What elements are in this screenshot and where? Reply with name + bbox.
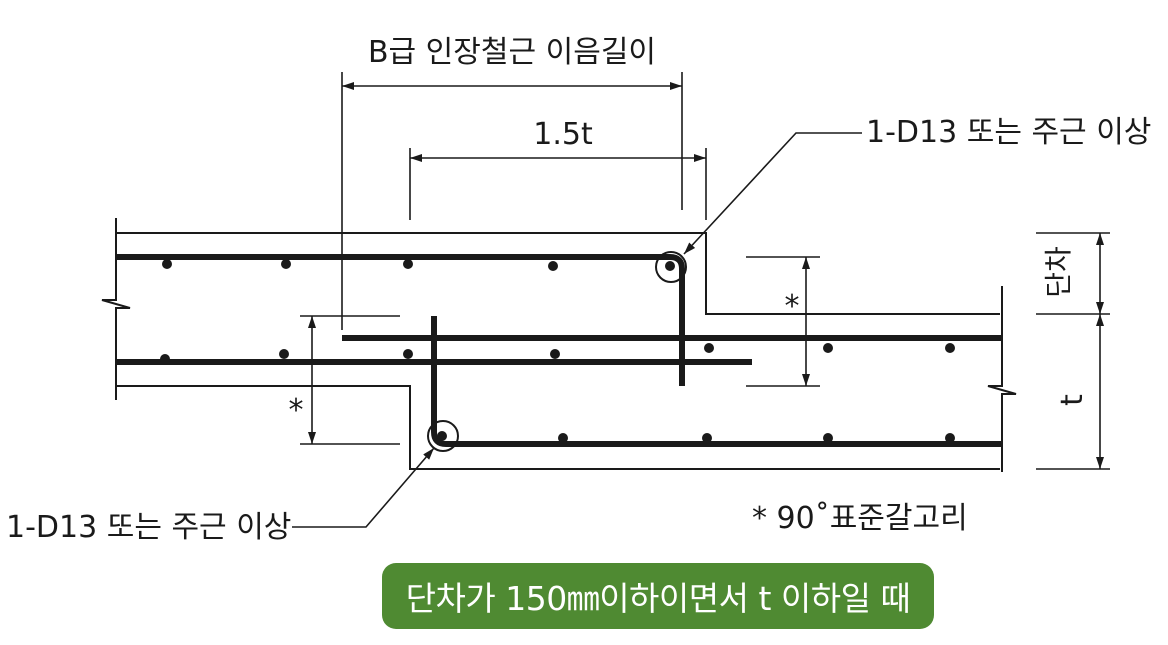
concrete-outline [101, 218, 1017, 472]
star-left-label: * [289, 393, 304, 428]
rebar-dot [665, 261, 675, 271]
thickness-label: t [1055, 394, 1090, 406]
rebar-dot [704, 343, 714, 353]
rebar-dot [945, 343, 955, 353]
upper-slab-top-edge [116, 232, 1000, 315]
rebar-dot [558, 433, 568, 443]
hook-circles [427, 251, 687, 452]
rebar-label-bottom: 1-D13 또는 주근 이상 [6, 510, 291, 545]
leaders [292, 132, 862, 528]
lower-bottom-bar [431, 316, 1002, 447]
rebar-dot [403, 259, 413, 269]
rebar-dot [823, 343, 833, 353]
hook-circle-top [655, 251, 687, 283]
rebars [116, 254, 1002, 447]
rebar-dot [437, 431, 447, 441]
rebar-dot [548, 261, 558, 271]
splice-length-label: B급 인장철근 이음길이 [368, 35, 656, 70]
rebar-label-top: 1-D13 또는 주근 이상 [866, 115, 1151, 150]
rebar-dot [403, 349, 413, 359]
rebar-dot [162, 259, 172, 269]
rebar-dot [160, 354, 170, 364]
condition-caption-text: 단차가 150㎜이하이면서 t 이하일 때 [405, 579, 911, 618]
rebar-dot [945, 433, 955, 443]
left-break-line [101, 218, 131, 400]
rebar-dot [702, 433, 712, 443]
rebar-dots [160, 259, 955, 443]
right-break-line [987, 286, 1017, 472]
dimension-lines [300, 72, 1110, 470]
rebar-dot [550, 349, 560, 359]
leader-top [683, 132, 862, 255]
leader-bottom [292, 447, 435, 528]
upper-slab-bottom-edge [116, 385, 1000, 470]
condition-caption: 단차가 150㎜이하이면서 t 이하일 때 [382, 563, 934, 629]
upper-top-bar [116, 254, 685, 386]
hook-circle-bottom [427, 420, 459, 452]
hook-note: * 90˚표준갈고리 [752, 501, 968, 536]
step-height-label: 단차 [1042, 246, 1075, 298]
rebar-dot [281, 259, 291, 269]
rebar-dot [279, 349, 289, 359]
star-right-label: * [785, 289, 800, 324]
label-1-5t: 1.5t [533, 117, 593, 152]
rebar-dot [823, 433, 833, 443]
